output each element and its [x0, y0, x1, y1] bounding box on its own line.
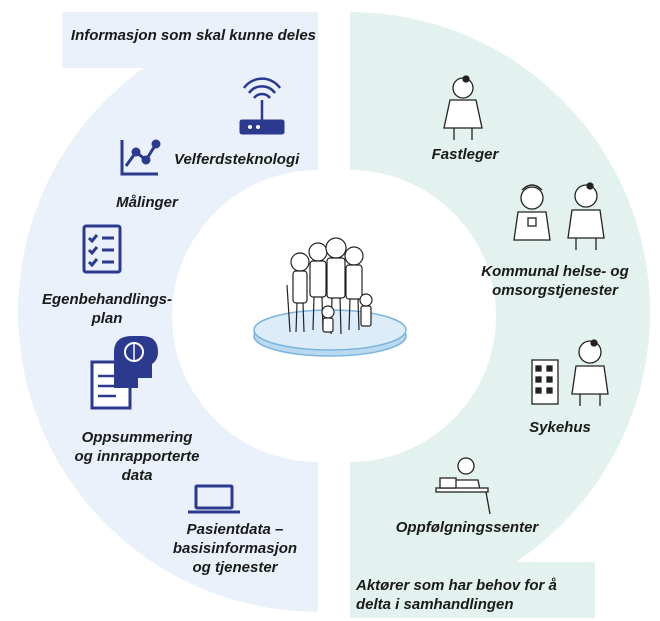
item-label-pasientdata: Pasientdata – basisinformasjon og tjenes…: [172, 521, 298, 576]
left-header-box: [62, 12, 318, 68]
right-panel-ring: [350, 12, 650, 612]
item-label-velferdsteknologi: Velferdsteknologi: [174, 151, 300, 168]
hospital-doctor-icon: [531, 339, 609, 406]
laptop-icon: [188, 484, 240, 514]
nurse-and-doctor-icon: [513, 182, 605, 250]
line-chart-icon: [120, 139, 161, 176]
right-panel-footer: Aktører som har behov for å delta i samh…: [356, 577, 557, 613]
patient-group-icon: [253, 237, 407, 357]
item-label-malinger: Målinger: [116, 194, 178, 211]
left-panel-ring: [18, 12, 318, 612]
item-label-oppfolgningssenter: Oppfølgningssenter: [395, 519, 539, 536]
person-at-computer-icon: [435, 457, 491, 515]
item-label-fastleger: Fastleger: [431, 146, 499, 163]
item-label-sykehus: Sykehus: [529, 419, 591, 436]
right-footer-box: [350, 562, 595, 618]
item-label-kommunal: Kommunal helse- og omsorgstjenester: [481, 263, 629, 299]
item-label-egenbehandlingsplan: Egenbehandlings- plan: [41, 291, 172, 327]
brain-document-icon: [90, 336, 158, 410]
left-panel-header: Informasjon som skal kunne deles: [70, 27, 316, 44]
router-icon: [239, 77, 285, 135]
item-label-oppsummering: Oppsummering og innrapporterte data: [74, 429, 200, 484]
checklist-icon: [82, 224, 122, 274]
doctor-icon: [443, 75, 483, 140]
